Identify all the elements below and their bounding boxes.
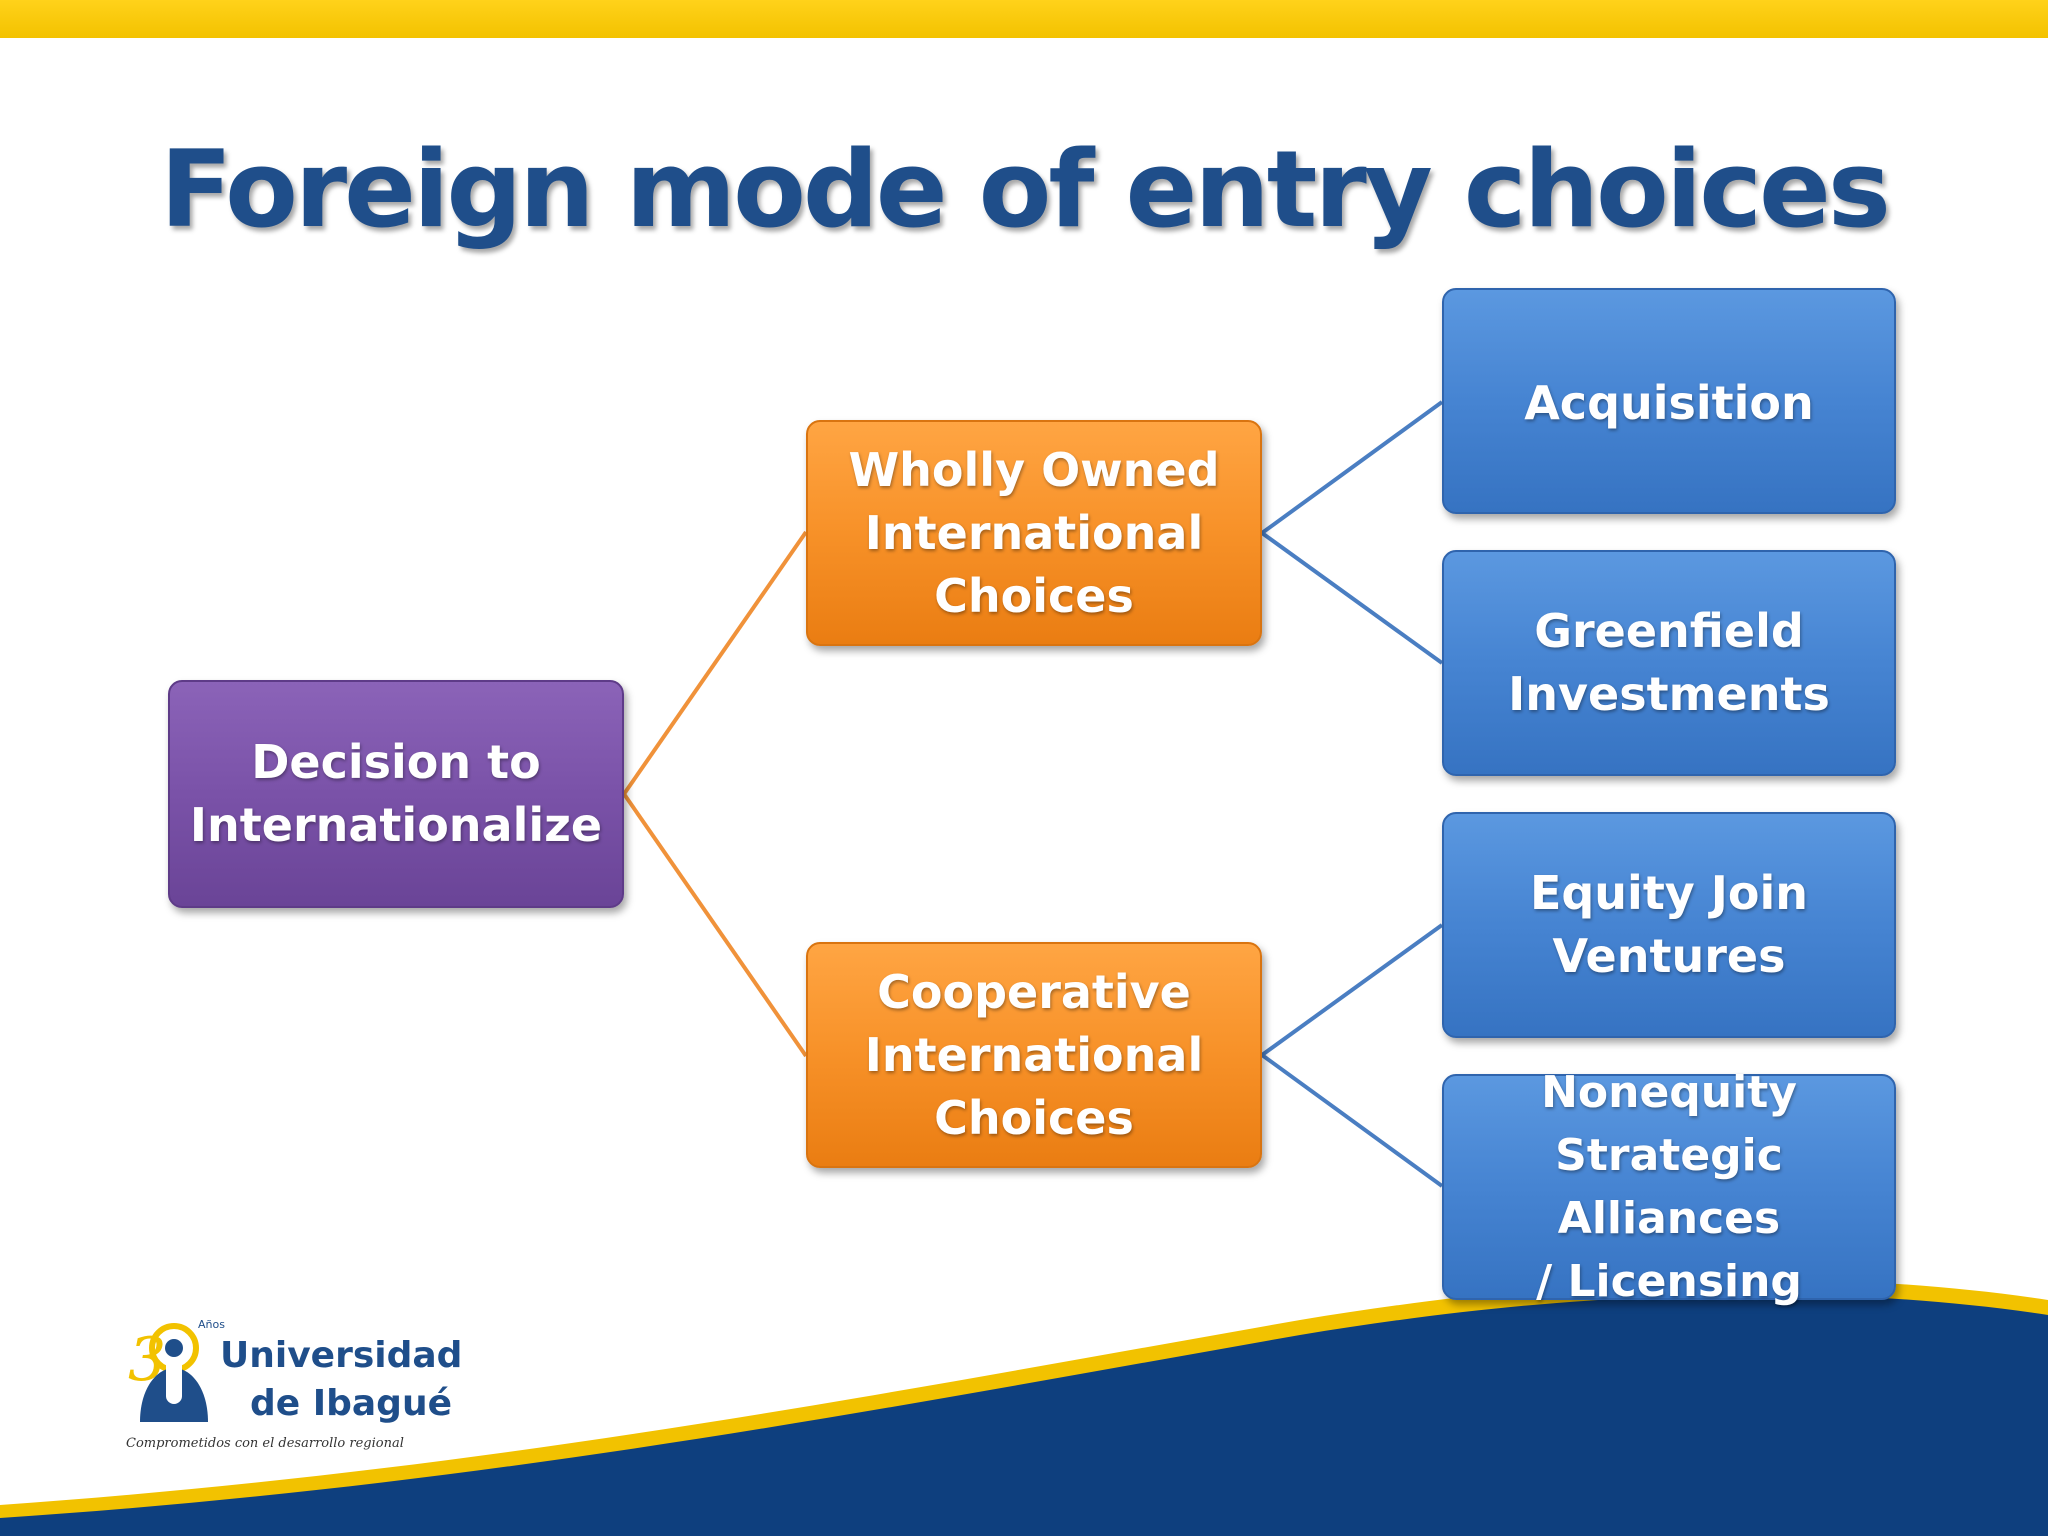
leaf-node-acquisition: Acquisition	[1442, 288, 1896, 514]
top-accent-bar	[0, 0, 2048, 38]
leaf-node-label: Greenfield Investments	[1508, 604, 1830, 721]
connector-root-to-cooperative	[622, 792, 808, 1058]
connector-cooperative-to-nonequity	[1260, 1053, 1444, 1188]
branch-node-label: Cooperative International Choices	[864, 964, 1204, 1145]
logo-years-word: Años	[198, 1318, 225, 1331]
connector-wholly-owned-to-acquisition	[1260, 400, 1444, 535]
logo-name-line1: Universidad	[220, 1335, 463, 1376]
logo-name-line2: de Ibagué	[250, 1383, 452, 1424]
connector-root-to-wholly-owned	[622, 530, 808, 796]
leaf-node-equity-joint-ventures: Equity Join Ventures	[1442, 812, 1896, 1038]
connector-cooperative-to-equity-jv	[1260, 923, 1444, 1057]
leaf-node-label: Nonequity Strategic Alliances / Licensin…	[1536, 1067, 1802, 1307]
leaf-node-label: Equity Join Ventures	[1529, 866, 1809, 983]
leaf-node-label: Acquisition	[1524, 376, 1814, 430]
root-node-label: Decision to Internationalize	[189, 735, 603, 852]
leaf-node-greenfield: Greenfield Investments	[1442, 550, 1896, 776]
leaf-node-nonequity-alliances: Nonequity Strategic Alliances / Licensin…	[1442, 1067, 1896, 1307]
university-logo: 3 Años Universidad de Ibagué Comprometid…	[122, 1318, 462, 1458]
connector-wholly-owned-to-greenfield	[1260, 531, 1444, 665]
root-node-decision: Decision to Internationalize	[168, 680, 624, 908]
branch-node-cooperative: Cooperative International Choices	[806, 942, 1262, 1168]
university-emblem-icon: 3	[128, 1323, 208, 1422]
slide-title: Foreign mode of entry choices	[159, 128, 1891, 251]
logo-tagline: Comprometidos con el desarrollo regional	[126, 1436, 404, 1451]
branch-node-wholly-owned: Wholly Owned International Choices	[806, 420, 1262, 646]
branch-node-label: Wholly Owned International Choices	[848, 442, 1220, 623]
